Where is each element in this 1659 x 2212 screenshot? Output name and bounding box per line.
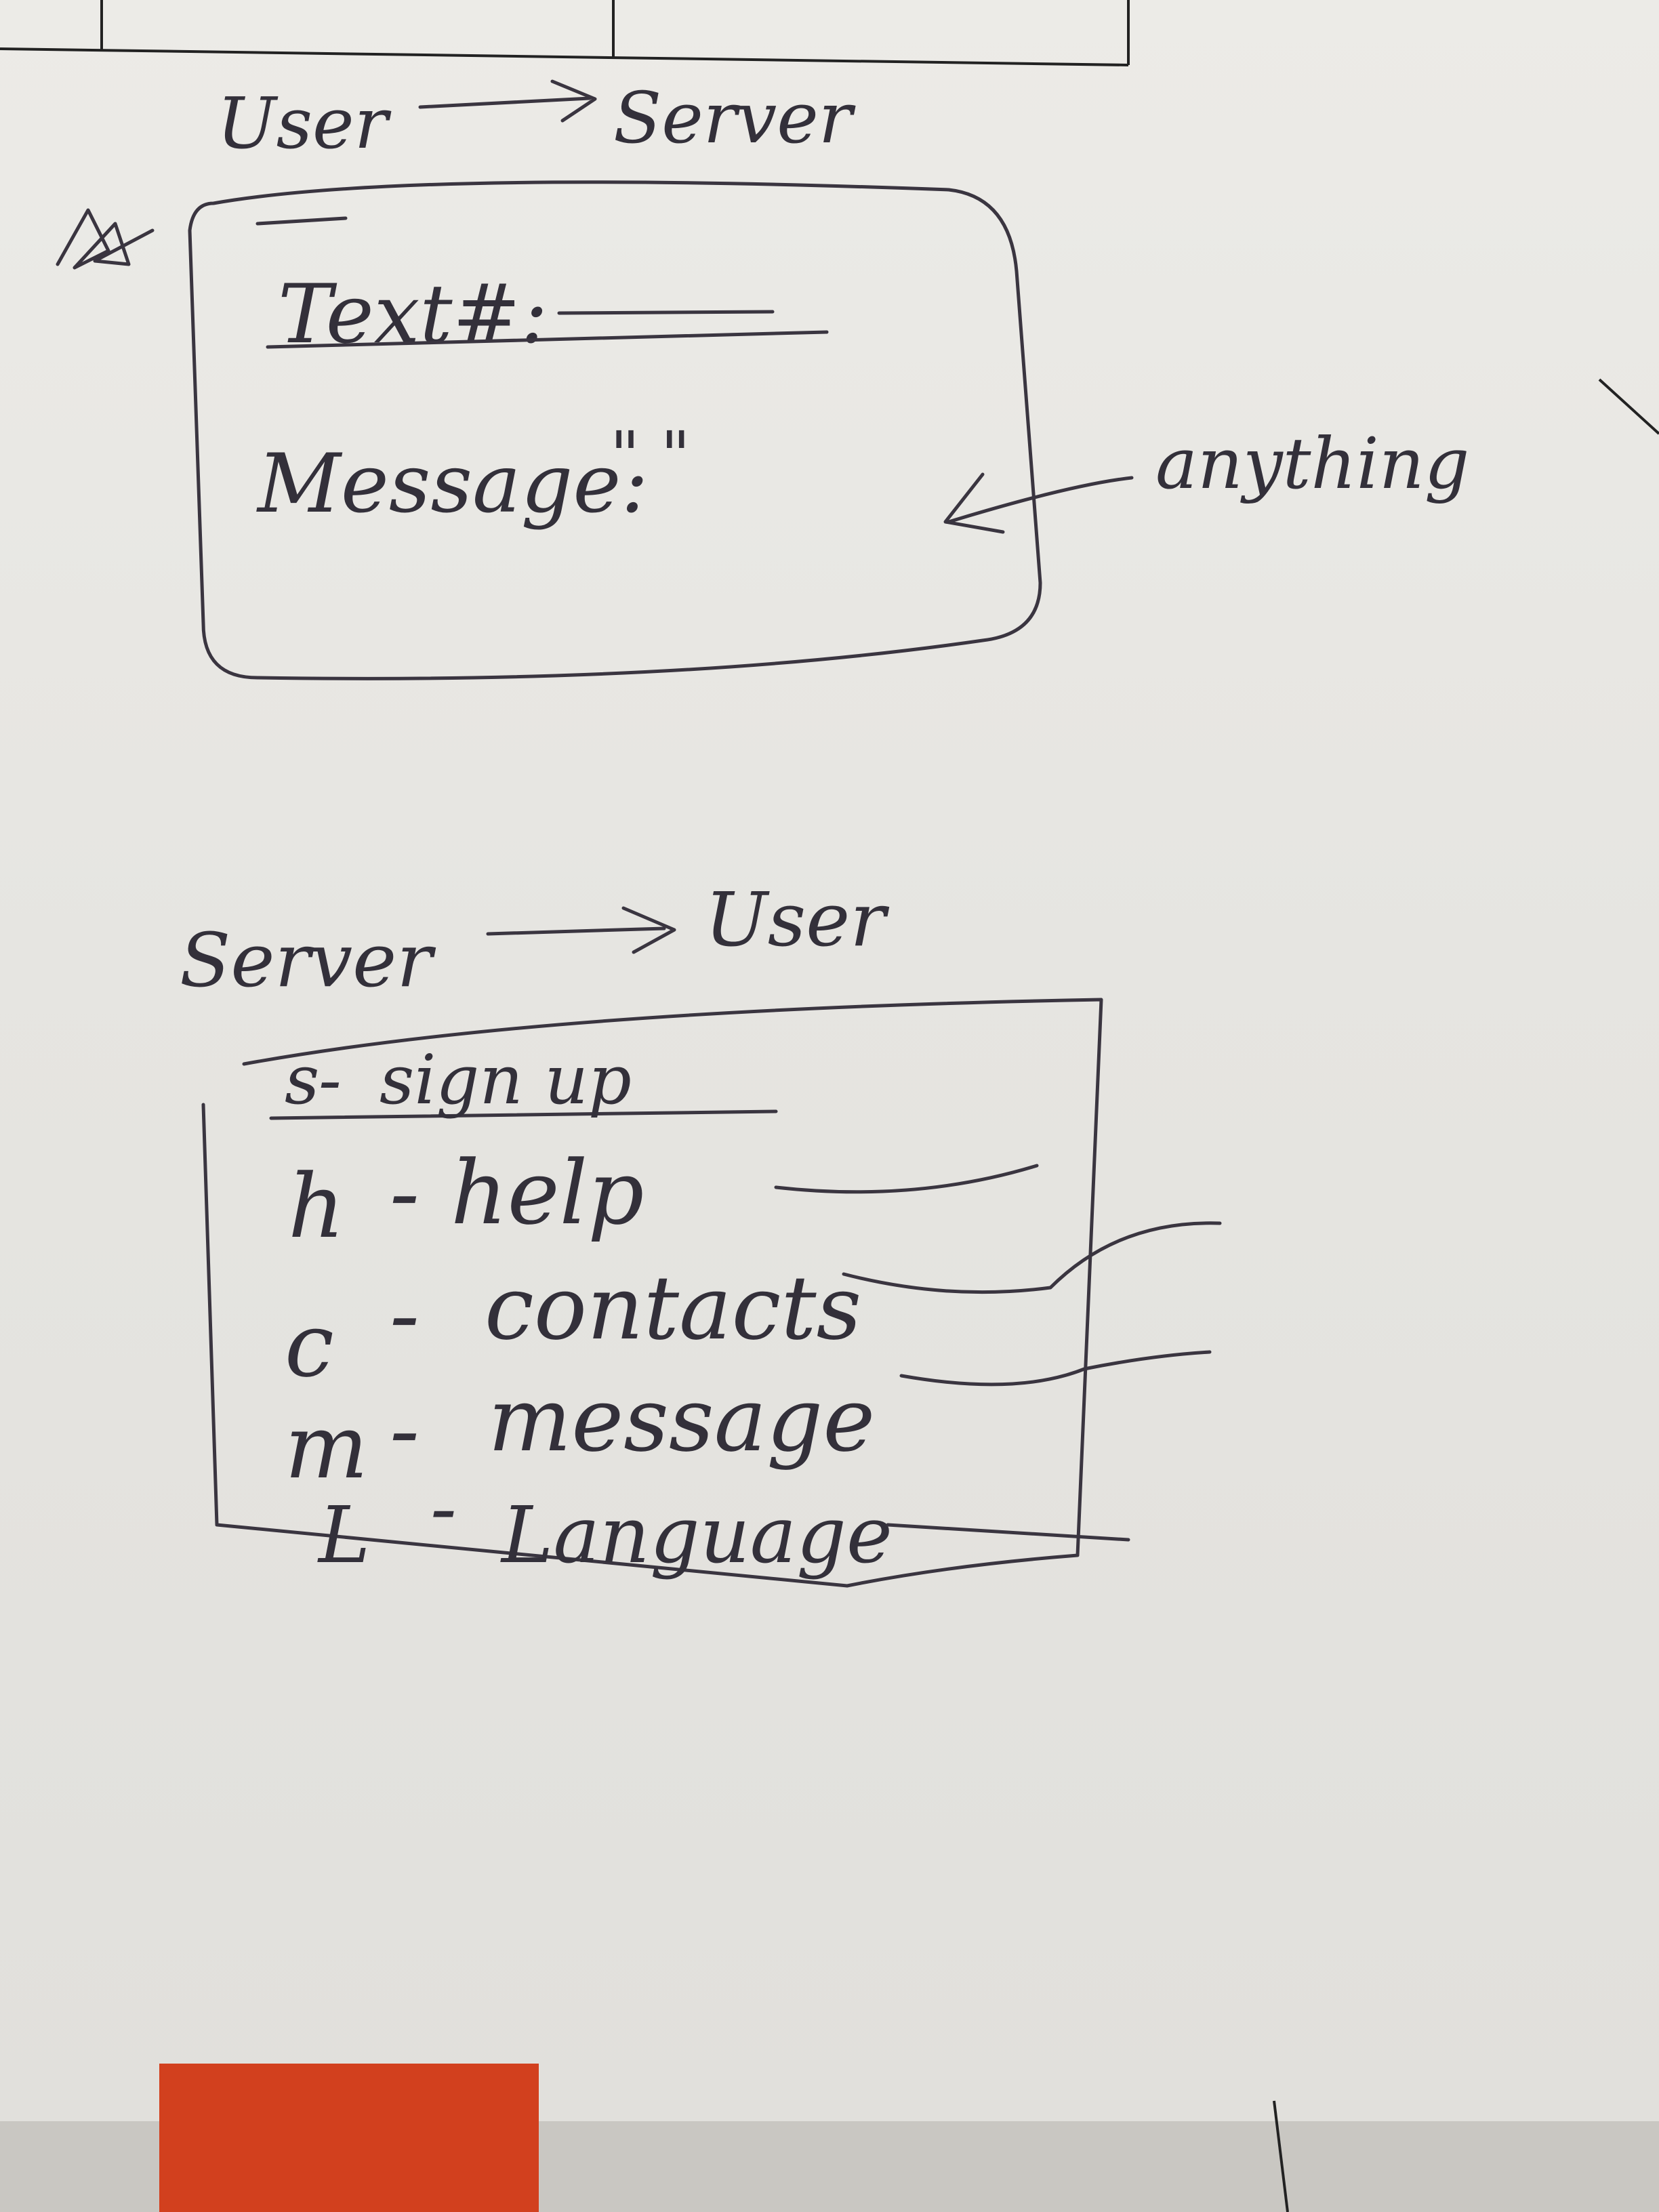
text-number-blank [557,310,775,315]
user-label-bottom: User [705,876,890,963]
arrow-head-icon-bottom [621,906,676,954]
paper-sheet [0,0,1659,2121]
menu-label-signup: sign up [380,1040,632,1120]
menu-connector [886,1523,1130,1542]
svg-text:-: - [319,1040,342,1120]
menu-key-l: L [317,1490,370,1581]
menu-key-s: s [285,1040,319,1120]
menu-label-language: Language [500,1490,893,1581]
user-to-server-flow: User Server Text#: Message: " " anything [56,77,1469,680]
menu-connector [899,1350,1212,1387]
arrow-head-icon [550,79,597,123]
message-label: Message: [256,437,649,531]
menu-connector [774,1164,1039,1194]
svg-text:-: - [390,1141,419,1244]
svg-text:-: - [390,1378,419,1481]
annotation-arrow [947,476,1134,524]
user-label-top: User [217,82,392,165]
menu-key-c: c [285,1294,334,1397]
menu-box-outline [201,998,1103,1588]
menu-key-h: h [288,1155,345,1258]
menu-key-m: m [285,1395,368,1498]
text-number-underline [266,330,829,349]
annotation-anything: anything [1155,422,1469,505]
menu-label-help: help [451,1141,644,1244]
menu-label-contacts: contacts [485,1256,861,1359]
menu-label-message: message [488,1368,875,1471]
server-label-top: Server [613,77,856,159]
server-label-bottom: Server [180,917,436,1004]
orange-tab [159,2064,539,2212]
text-number-label: Text#: [278,268,548,362]
arrow-right-icon-bottom [486,926,666,936]
svg-text:-: - [430,1463,457,1554]
message-value: " " [610,417,691,493]
arrow-left-icon [943,472,1005,534]
box-overline [255,216,348,226]
arrow-right-icon [418,96,592,109]
server-to-user-flow: Server User s - sign up h - help c - con… [180,876,1222,1588]
menu-underline [269,1109,778,1120]
scribble-mark [56,208,155,270]
message-box-outline [188,180,1042,680]
menu-connector [842,1221,1222,1294]
svg-text:-: - [390,1263,419,1366]
